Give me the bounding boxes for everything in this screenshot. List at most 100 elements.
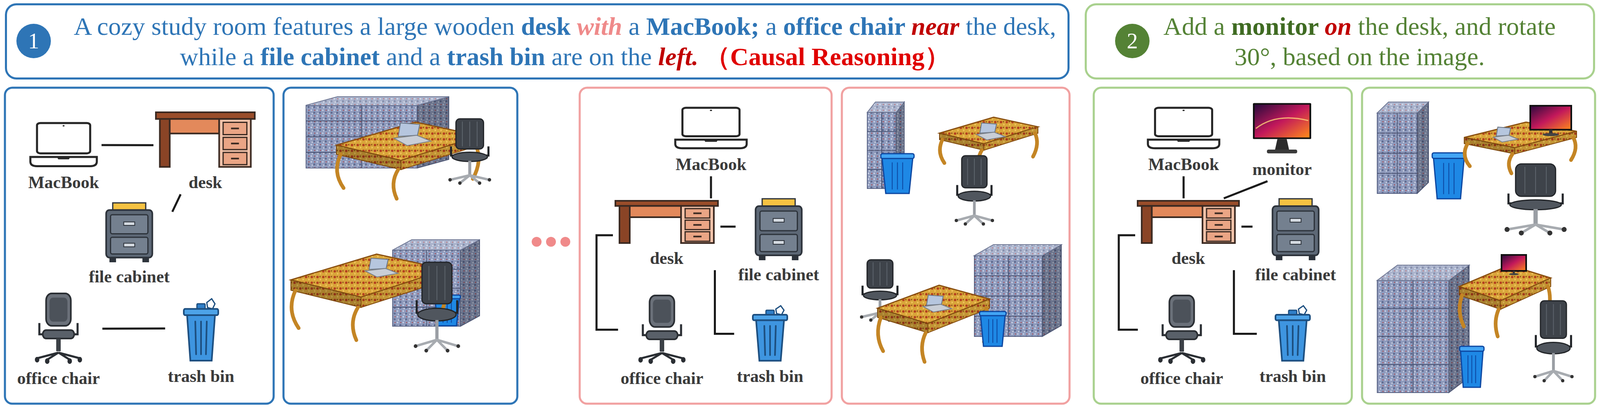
object-node: file cabinet [735, 196, 822, 287]
render-chair [413, 344, 418, 349]
object-node: trash bin [165, 296, 238, 389]
render-bin [880, 153, 915, 159]
prompt-word: a [359, 12, 378, 41]
render-desk [1459, 286, 1501, 310]
render-laptop [923, 295, 952, 313]
bin-icon [752, 315, 788, 321]
cabinet-icon [1290, 240, 1302, 245]
chair-icon [34, 357, 40, 364]
object-label: monitor [1252, 160, 1312, 179]
desk-icon [1137, 201, 1239, 244]
desk-icon [681, 206, 714, 244]
prompt-text: A cozy study room features a large woode… [64, 11, 1066, 73]
desk-icon [1152, 206, 1203, 218]
chair-icon [1169, 295, 1194, 328]
chair-icon [670, 358, 676, 365]
render-chair [428, 266, 430, 301]
chair-icon [1160, 353, 1203, 361]
object-node: office chair [14, 291, 103, 391]
render-desk [1495, 309, 1499, 337]
prompt-word: while [179, 42, 243, 71]
panel-frame [283, 87, 518, 405]
relation-line [101, 144, 154, 147]
prompt-word: Add [1163, 12, 1214, 41]
render-cab [306, 96, 449, 106]
chair-icon [56, 338, 61, 352]
monitor-icon [1252, 103, 1312, 154]
laptop-icon [675, 107, 747, 149]
object-label: file cabinet [1254, 265, 1336, 285]
cabinet-icon [1276, 234, 1315, 252]
render-chair [954, 155, 995, 227]
bin-icon [752, 306, 788, 362]
prompt-word: are [551, 42, 589, 71]
render-desk [337, 154, 344, 189]
prompt-word: on [588, 42, 621, 71]
render-chair [444, 266, 446, 301]
render-laptop [979, 123, 997, 134]
prompt-word: the [620, 42, 659, 71]
render-chair [435, 320, 439, 341]
chair-icon [1165, 331, 1198, 340]
render-chair [415, 340, 459, 351]
render-chair [973, 158, 975, 186]
object-label: MacBook [1148, 155, 1220, 174]
bin-icon [183, 309, 219, 316]
render-monitor [1501, 255, 1527, 276]
render-bin [1433, 157, 1465, 199]
render-laptop [393, 135, 431, 146]
cabinet-icon [106, 210, 153, 258]
render-cab [392, 240, 480, 251]
desk-icon [693, 224, 702, 227]
render-laptop [923, 304, 952, 313]
desk-icon [219, 118, 251, 167]
render-laptop [1493, 127, 1518, 143]
render-chair [1540, 301, 1567, 339]
prompt-word: room [212, 12, 273, 41]
render-desk [1508, 154, 1513, 174]
render-chair [954, 219, 958, 223]
prompt-word: a [1213, 12, 1232, 41]
cabinet-icon [110, 237, 148, 255]
prompt-word: desk, [1003, 12, 1056, 41]
render-laptop [365, 258, 398, 278]
render-desk [1459, 286, 1501, 310]
prompt-word: MacBook; [646, 12, 766, 41]
laptop-icon [675, 139, 747, 149]
step-number: 2 [1115, 23, 1150, 59]
render-chair [417, 308, 457, 322]
render-desk [877, 308, 928, 334]
desk-icon [1214, 212, 1223, 215]
prompt-word: the [1357, 12, 1396, 41]
render-chair [981, 222, 986, 227]
render-chair [1536, 342, 1571, 355]
render-laptop [976, 123, 1006, 140]
prompt-word: wooden [434, 12, 522, 41]
prompt-word: study [151, 12, 213, 41]
laptop-icon [62, 125, 65, 127]
prompt-word: on [1324, 12, 1358, 41]
prompt-word: image. [1416, 42, 1485, 71]
render-cab [1412, 280, 1414, 394]
render-monitor [1530, 105, 1572, 137]
bin-icon [1275, 306, 1310, 362]
prompt-word: chair [848, 12, 912, 41]
desk-icon [169, 118, 220, 134]
prompt-word: office [783, 12, 849, 41]
render-cab [306, 96, 449, 106]
bin-icon [206, 299, 215, 310]
render-chair [867, 260, 894, 289]
render-chair [872, 262, 874, 286]
render-desk [290, 280, 362, 308]
render-cab [1377, 280, 1450, 394]
relation-line [720, 226, 736, 229]
laptop-icon [30, 157, 97, 167]
render-desk [1459, 295, 1464, 327]
prompt-word: rotate [1497, 12, 1556, 41]
render-desk [352, 307, 358, 341]
prompt-word: （Causal [704, 42, 812, 71]
bin-icon [195, 321, 207, 355]
cabinet-icon [1276, 211, 1315, 231]
relation-line [102, 327, 166, 331]
render-cab [1396, 113, 1398, 194]
